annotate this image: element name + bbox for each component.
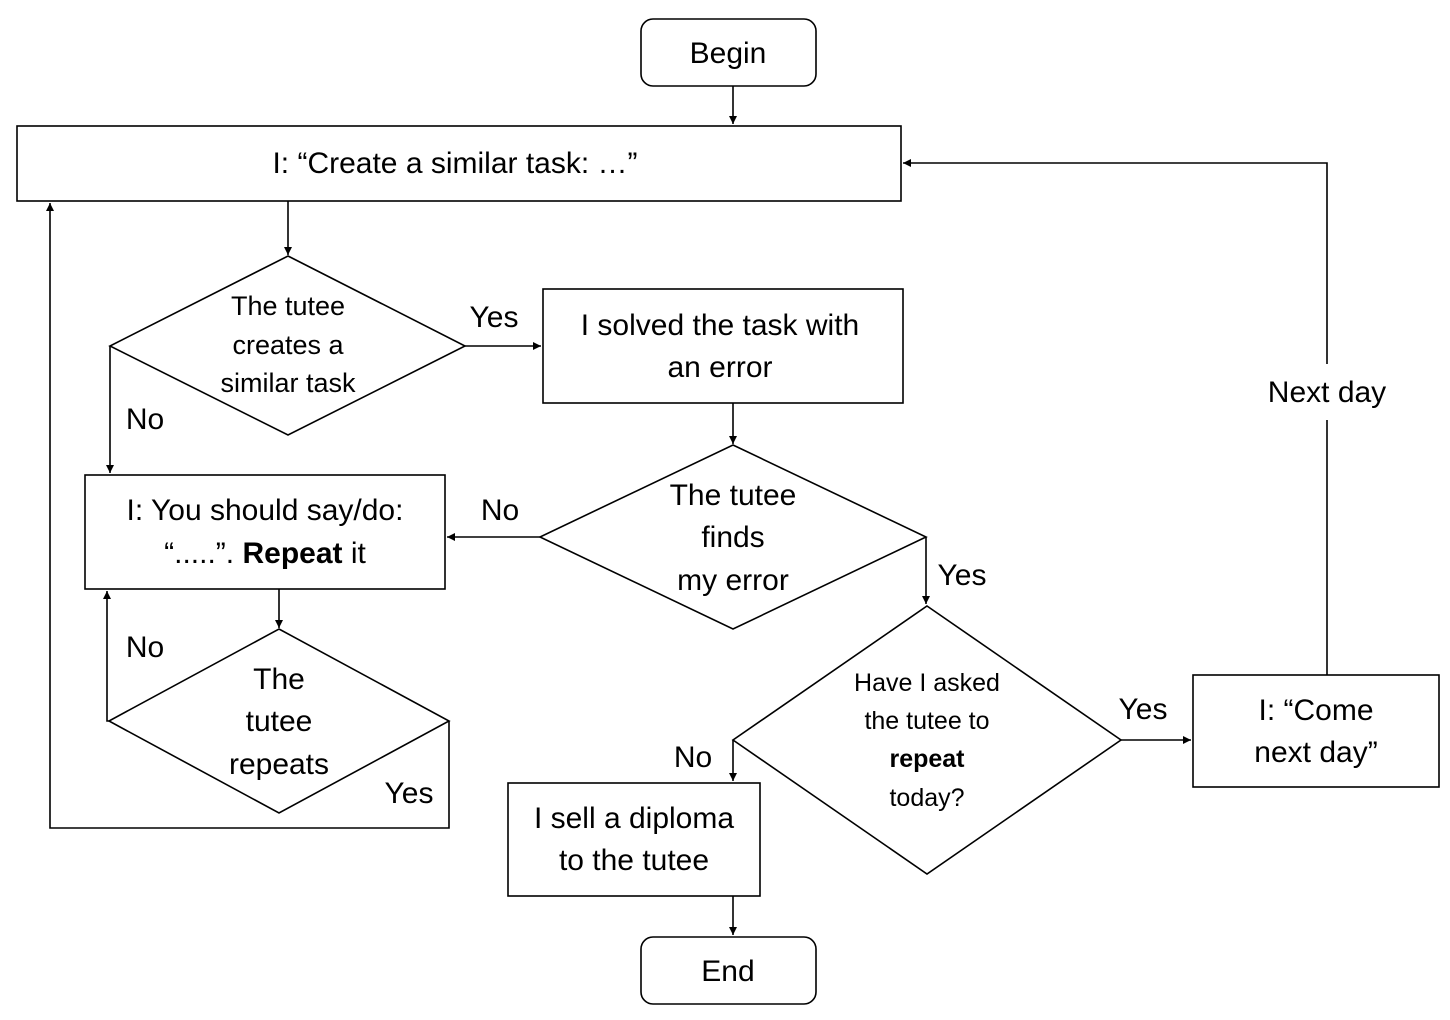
come-next-day-line-2: next day” bbox=[1254, 736, 1377, 769]
solved-with-error-node: I solved the task with an error bbox=[542, 288, 904, 404]
decision-repeats-line-1: The bbox=[253, 663, 305, 696]
sell-diploma-line-2: to the tutee bbox=[559, 844, 709, 877]
begin-label: Begin bbox=[690, 37, 767, 70]
decision-finds-line-2: finds bbox=[701, 521, 764, 554]
you-should-prefix: “.....”. bbox=[164, 537, 242, 570]
decision-tutee-repeats: The tutee repeats bbox=[107, 628, 451, 814]
label-repeats-no: No bbox=[126, 631, 164, 664]
decision-finds-line-3: my error bbox=[677, 564, 789, 597]
you-should-repeat-bold: Repeat bbox=[242, 537, 342, 570]
label-asked-yes: Yes bbox=[1119, 693, 1168, 726]
label-creates-no: No bbox=[126, 403, 164, 436]
create-task-node: I: “Create a similar task: …” bbox=[16, 125, 902, 202]
label-finds-yes: Yes bbox=[938, 559, 987, 592]
label-creates-yes: Yes bbox=[470, 301, 519, 334]
decision-repeats-line-2: tutee bbox=[246, 705, 313, 738]
decision-repeats-line-3: repeats bbox=[229, 748, 329, 781]
decision-creates-line-2: creates a bbox=[232, 330, 344, 360]
decision-asked-line-4: today? bbox=[889, 784, 964, 812]
end-node: End bbox=[640, 936, 817, 1005]
arrow-next-day-upper bbox=[903, 159, 1328, 364]
create-task-label: I: “Create a similar task: …” bbox=[272, 147, 637, 180]
decision-creates-line-1: The tutee bbox=[231, 291, 345, 321]
decision-asked-to-repeat: Have I asked the tutee to repeat today? bbox=[731, 605, 1123, 875]
solved-error-line-2: an error bbox=[667, 351, 772, 384]
begin-node: Begin bbox=[640, 18, 817, 87]
solved-error-line-1: I solved the task with bbox=[581, 309, 859, 342]
decision-finds-error: The tutee finds my error bbox=[538, 444, 928, 630]
sell-diploma-line-1: I sell a diploma bbox=[534, 802, 734, 835]
arrow-repeats-yes-loop bbox=[46, 203, 450, 829]
label-asked-no: No bbox=[674, 741, 712, 774]
come-next-day-node: I: “Come next day” bbox=[1192, 674, 1440, 788]
label-finds-no: No bbox=[481, 494, 519, 527]
sell-diploma-node: I sell a diploma to the tutee bbox=[507, 782, 761, 897]
you-should-line-2: “.....”. Repeat it bbox=[164, 537, 366, 570]
arrow-repeats-no bbox=[103, 591, 111, 722]
label-repeats-yes: Yes bbox=[385, 777, 434, 810]
decision-asked-line-3: repeat bbox=[889, 745, 965, 773]
you-should-suffix: it bbox=[343, 537, 367, 570]
decision-asked-line-1: Have I asked bbox=[854, 669, 1000, 697]
come-next-day-line-1: I: “Come bbox=[1258, 694, 1373, 727]
decision-asked-line-2: the tutee to bbox=[864, 707, 989, 735]
decision-creates-line-3: similar task bbox=[220, 368, 356, 398]
decision-finds-line-1: The tutee bbox=[670, 479, 797, 512]
decision-creates-similar-task: The tutee creates a similar task bbox=[108, 255, 467, 436]
you-should-line-1: I: You should say/do: bbox=[127, 494, 404, 527]
you-should-say-node: I: You should say/do: “.....”. Repeat it bbox=[84, 474, 446, 590]
label-next-day: Next day bbox=[1268, 376, 1386, 409]
end-label: End bbox=[701, 955, 754, 988]
